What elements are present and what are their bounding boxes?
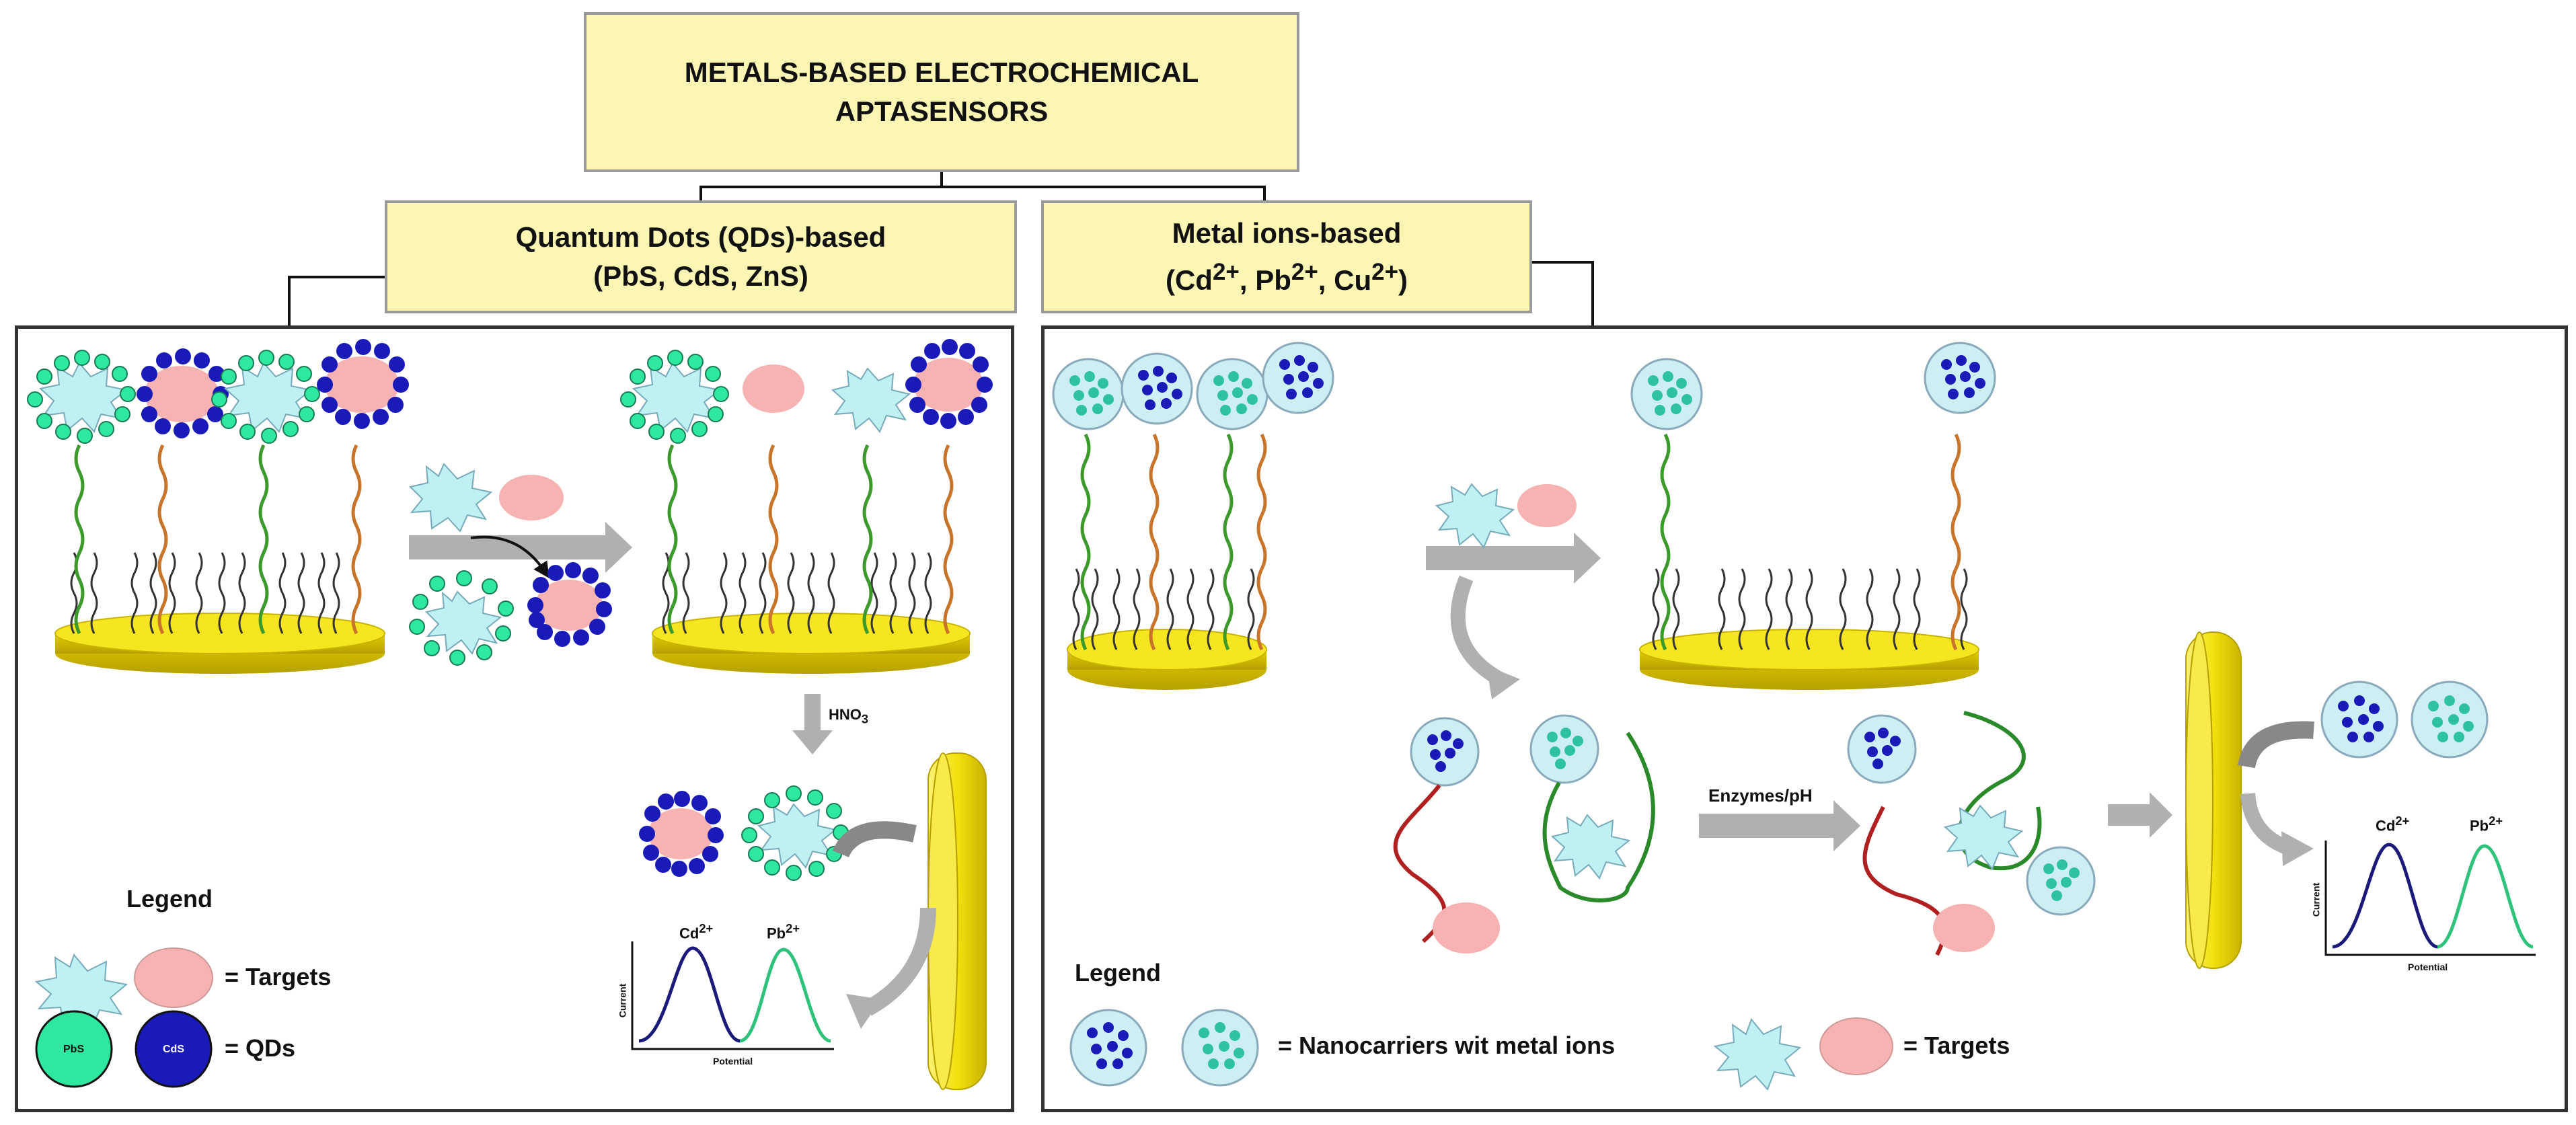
metal-ions-panel <box>1041 325 2568 1112</box>
left-electrode-1 <box>54 613 385 674</box>
left-legend-qds: = QDs <box>225 1034 296 1062</box>
right-ylabel: Current <box>2310 882 2322 917</box>
cds-tag: CdS <box>163 1044 184 1055</box>
right-detected-nanocarriers <box>2320 681 2489 759</box>
right-voltammogram <box>2324 841 2536 956</box>
left-step1-arrow <box>409 463 632 666</box>
right-electrode-1 <box>1067 629 1267 690</box>
right-to-detection-arrow <box>2108 792 2172 838</box>
right-aptamers-1 <box>1080 433 1267 651</box>
hno3-label: HNO3 <box>829 706 869 726</box>
mi-subtitle: (Cd2+, Pb2+, Cu2+) <box>1165 259 1408 296</box>
right-legend-shapes <box>1069 1009 1893 1091</box>
left-detection-electrode <box>832 752 987 1090</box>
mi-title: Metal ions-based <box>1172 217 1402 249</box>
pbs-tag: PbS <box>63 1044 85 1055</box>
qd-subtitle: (PbS, CdS, ZnS) <box>593 260 808 292</box>
right-digested-complexes <box>1847 711 2096 956</box>
right-step1-arrow <box>1426 483 1601 699</box>
enzymes-label: Enzymes/pH <box>1708 785 1813 806</box>
left-legend-targets: = Targets <box>225 963 332 991</box>
main-title-line1: METALS-BASED ELECTROCHEMICAL <box>684 56 1199 88</box>
left-xlabel: Potential <box>713 1056 753 1066</box>
left-legend-title: Legend <box>126 885 213 913</box>
left-voltammogram <box>631 941 834 1050</box>
enzymes-arrow <box>1699 800 1860 851</box>
qd-title: Quantum Dots (QDs)-based <box>515 221 886 253</box>
left-ylabel: Current <box>617 983 628 1018</box>
left-peak1-label: Cd2+ <box>679 921 714 942</box>
right-peak2-label: Pb2+ <box>2470 814 2503 835</box>
left-legend-shapes <box>34 947 213 1088</box>
right-sam-2 <box>1652 568 1968 650</box>
left-released-qds <box>639 785 849 881</box>
right-nanocarriers-1 <box>1052 342 1334 430</box>
left-qd-conjugates-1 <box>27 339 409 444</box>
left-aptamers-1 <box>74 444 362 635</box>
metal-ions-box: Metal ions-based (Cd2+, Pb2+, Cu2+) <box>1041 200 1532 313</box>
right-legend-nanocarriers: = Nanocarriers wit metal ions <box>1278 1032 1616 1059</box>
left-aptamers-2 <box>667 444 954 635</box>
left-peak2-label: Pb2+ <box>767 921 800 942</box>
right-released-complexes <box>1393 714 1655 954</box>
right-aptamers-2 <box>1630 342 1996 651</box>
main-title-line2: APTASENSORS <box>835 95 1049 127</box>
quantum-dots-box: Quantum Dots (QDs)-based (PbS, CdS, ZnS) <box>385 200 1017 313</box>
right-peak1-label: Cd2+ <box>2376 814 2410 835</box>
quantum-dots-panel <box>15 325 1014 1112</box>
right-remaining-nanocarriers <box>1648 355 1985 416</box>
main-title-box: METALS-BASED ELECTROCHEMICAL APTASENSORS <box>584 12 1299 172</box>
tree-connectors <box>288 172 1594 325</box>
hno3-arrow <box>792 694 833 754</box>
right-detection-electrode <box>2185 631 2314 969</box>
left-bound-conjugates <box>620 339 993 444</box>
right-legend-targets: = Targets <box>1903 1032 2010 1059</box>
right-legend-title: Legend <box>1075 959 1162 986</box>
right-xlabel: Potential <box>2408 962 2448 972</box>
right-sam-1 <box>1072 568 1255 650</box>
